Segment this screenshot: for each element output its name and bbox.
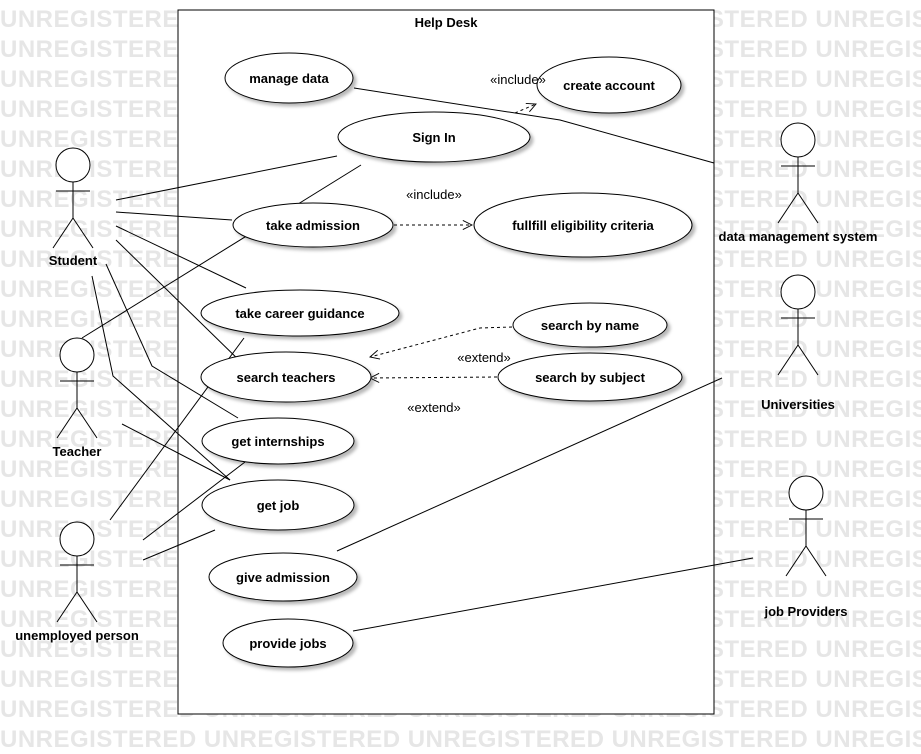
stereotype-labels: «include» «include» «extend» «extend» (406, 72, 546, 415)
actor-head (788, 475, 824, 511)
actor-leg-left (785, 545, 807, 577)
use-case-ellipse (200, 351, 372, 403)
association-line (81, 164, 362, 339)
actor-label: data management system (719, 229, 878, 244)
use-case-label: search by subject (535, 370, 645, 385)
use-case-create-account[interactable]: create account (536, 56, 682, 114)
dependencies (370, 104, 536, 378)
actor-dms[interactable]: data management system (719, 122, 878, 244)
use-case-label: Sign In (412, 130, 455, 145)
stereotype-label: «extend» (407, 400, 461, 415)
use-case-label: create account (563, 78, 655, 93)
use-case-search-name[interactable]: search by name (512, 302, 668, 348)
use-case-label: search by name (541, 318, 639, 333)
association-line (115, 155, 338, 201)
actor-label: Student (49, 253, 98, 268)
use-case-label: search teachers (236, 370, 335, 385)
actor-label: unemployed person (15, 628, 139, 643)
use-case-ellipse (224, 52, 354, 104)
system-title: Help Desk (415, 15, 479, 30)
actor-label: Teacher (53, 444, 102, 459)
actor-leg-left (777, 192, 799, 224)
association-line (336, 377, 723, 552)
actor-leg-left (56, 407, 78, 439)
actor-teacher[interactable]: Teacher (53, 337, 102, 459)
association-line (91, 275, 231, 481)
actor-head (59, 521, 95, 557)
actor-leg-left (56, 591, 78, 623)
use-case-ellipse (536, 56, 682, 114)
actor-providers[interactable]: job Providers (763, 475, 848, 619)
use-case-ellipse (201, 417, 355, 465)
use-case-eligibility[interactable]: fullfill eligibility criteria (473, 192, 693, 258)
actor-leg-right (797, 344, 819, 376)
use-case-ellipse (512, 302, 668, 348)
actor-head (780, 122, 816, 158)
actor-head (780, 274, 816, 310)
use-case-label: give admission (236, 570, 330, 585)
use-case-search-subject[interactable]: search by subject (497, 352, 683, 402)
use-case-provide-jobs[interactable]: provide jobs (222, 618, 354, 668)
association-line (142, 461, 246, 541)
use-case-ellipse (208, 552, 358, 602)
actor-head (55, 147, 91, 183)
stereotype-label: «include» (490, 72, 546, 87)
use-case-ellipse (497, 352, 683, 402)
association-line (115, 239, 247, 368)
use-case-ellipse (222, 618, 354, 668)
use-case-label: take career guidance (235, 306, 364, 321)
use-case-ellipse (201, 479, 355, 531)
dependency-arrow (514, 104, 536, 114)
use-case-label: provide jobs (249, 636, 326, 651)
actor-leg-right (797, 192, 819, 224)
actor-leg-left (52, 217, 74, 249)
association-line (142, 529, 216, 561)
actor-leg-left (777, 344, 799, 376)
association-line (115, 225, 247, 289)
use-case-label: get internships (231, 434, 324, 449)
stereotype-label: «include» (406, 187, 462, 202)
use-case-sign-in[interactable]: Sign In (337, 111, 531, 163)
use-case-ellipse (232, 202, 394, 248)
actor-unemployed[interactable]: unemployed person (15, 521, 139, 643)
actor-label: Universities (761, 397, 835, 412)
association-line (353, 87, 715, 164)
use-case-take-admission[interactable]: take admission (232, 202, 394, 248)
use-case-label: fullfill eligibility criteria (512, 218, 654, 233)
use-case-give-admission[interactable]: give admission (208, 552, 358, 602)
association-line (352, 557, 754, 632)
actor-leg-right (805, 545, 827, 577)
use-case-job[interactable]: get job (201, 479, 355, 531)
use-case-internships[interactable]: get internships (201, 417, 355, 465)
actor-head (59, 337, 95, 373)
stereotype-label: «extend» (457, 350, 511, 365)
actor-leg-right (76, 591, 98, 623)
actor-universities[interactable]: Universities (761, 274, 835, 412)
use-case-search-teachers[interactable]: search teachers (200, 351, 372, 403)
dependency-arrow (370, 326, 513, 357)
actor-leg-right (72, 217, 94, 249)
use-case-ellipse (473, 192, 693, 258)
actor-label: job Providers (763, 604, 847, 619)
association-line (105, 263, 239, 419)
association-line (121, 423, 231, 481)
use-case-label: manage data (249, 71, 329, 86)
association-line (115, 211, 233, 221)
use-case-label: take admission (266, 218, 360, 233)
use-case-ellipse (200, 289, 400, 337)
use-case-label: get job (257, 498, 300, 513)
use-case-career[interactable]: take career guidance (200, 289, 400, 337)
actor-student[interactable]: Student (49, 147, 98, 268)
actor-leg-right (76, 407, 98, 439)
use-case-ellipse (337, 111, 531, 163)
use-case-manage-data[interactable]: manage data (224, 52, 354, 104)
